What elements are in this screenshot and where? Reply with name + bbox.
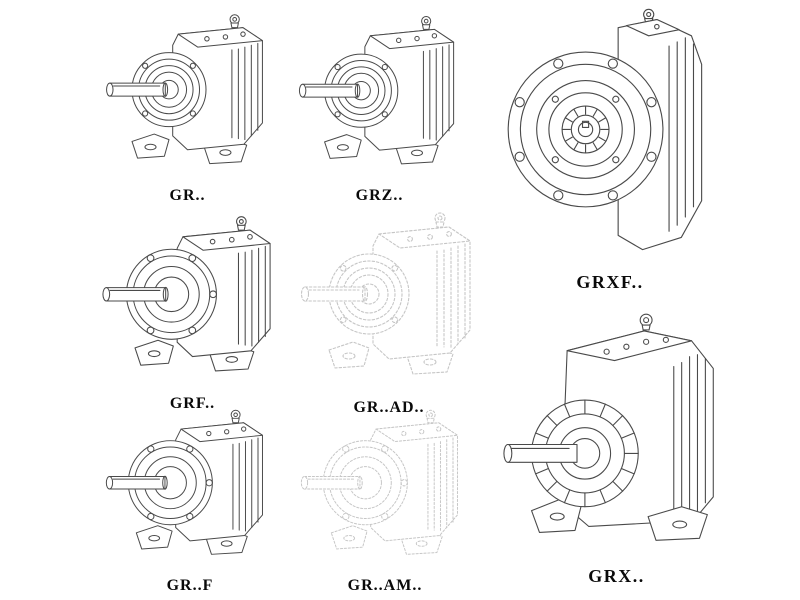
figure-grf: GRF.. bbox=[93, 210, 292, 416]
model-label-gram: GR..AM.. bbox=[347, 577, 423, 594]
model-label-grx: GRX.. bbox=[588, 565, 645, 586]
figure-grxf: GRXF.. bbox=[498, 0, 722, 294]
inline-foot-gearbox-ghost-drawing bbox=[288, 206, 490, 396]
figure-grx: GRX.. bbox=[498, 300, 735, 588]
model-label-grf: GRF.. bbox=[169, 395, 216, 412]
large-foot-gearbox-drawing bbox=[498, 300, 735, 564]
model-label-grz: GRZ.. bbox=[355, 187, 404, 204]
inline-foot-gearbox-drawing bbox=[288, 0, 471, 184]
model-label-grad: GR..AD.. bbox=[353, 399, 425, 416]
front-flange-gearbox-drawing bbox=[498, 0, 722, 270]
model-label-gr: GR.. bbox=[169, 187, 206, 204]
figure-gr-f: GR..F bbox=[95, 404, 285, 598]
inline-foot-gearbox-drawing bbox=[95, 0, 280, 184]
figure-gram: GR..AM.. bbox=[288, 404, 482, 598]
inline-flange-gearbox-ghost-drawing bbox=[288, 404, 482, 574]
inline-flange-gearbox-drawing bbox=[95, 404, 285, 574]
figure-grz: GRZ.. bbox=[288, 0, 471, 208]
figure-gr: GR.. bbox=[95, 0, 280, 208]
inline-flange-gearbox-drawing bbox=[93, 210, 292, 392]
model-label-gr-f: GR..F bbox=[166, 577, 214, 594]
model-label-grxf: GRXF.. bbox=[576, 271, 644, 292]
figure-grad: GR..AD.. bbox=[288, 206, 490, 420]
